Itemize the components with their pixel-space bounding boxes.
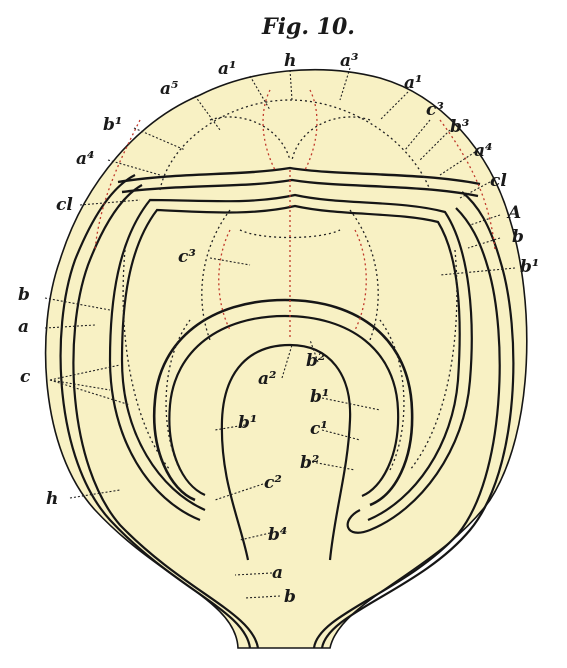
label-a3: a³ <box>340 51 358 71</box>
label-a4-right: a⁴ <box>474 141 492 161</box>
label-a1-top: a¹ <box>218 59 236 79</box>
label-b1-right: b¹ <box>520 257 539 277</box>
label-c-left: c <box>20 367 31 387</box>
label-b2-lower: b² <box>300 453 319 473</box>
label-c3-mid: c³ <box>178 247 196 267</box>
label-a-left: a <box>18 317 29 337</box>
label-a-bottom: a <box>272 563 283 583</box>
label-A: A <box>506 203 521 223</box>
label-c1: c¹ <box>310 419 328 439</box>
outer-body <box>46 70 527 648</box>
label-a5: a⁵ <box>160 79 178 99</box>
label-cl-left: cl <box>56 195 73 215</box>
label-a2: a² <box>258 369 276 389</box>
label-c2: c² <box>264 473 282 493</box>
label-b-bottom: b <box>284 587 296 607</box>
label-c3-right: c³ <box>426 100 444 120</box>
label-b2-top: b² <box>306 351 325 371</box>
label-h-low: h <box>46 489 58 509</box>
figure-title: Fig. 10. <box>261 14 355 40</box>
label-cl-right: cl <box>490 171 507 191</box>
label-b4: b⁴ <box>268 525 287 545</box>
label-b1-inner-right: b¹ <box>310 387 329 407</box>
label-h-top: h <box>284 51 296 71</box>
label-b-right: b <box>512 227 524 247</box>
label-b-left: b <box>18 285 30 305</box>
label-b1-left: b¹ <box>103 115 122 135</box>
label-a4-left: a⁴ <box>76 149 94 169</box>
label-b1-inner-left: b¹ <box>238 413 257 433</box>
label-b3-right: b³ <box>450 117 469 137</box>
label-a1-right: a¹ <box>404 73 422 93</box>
